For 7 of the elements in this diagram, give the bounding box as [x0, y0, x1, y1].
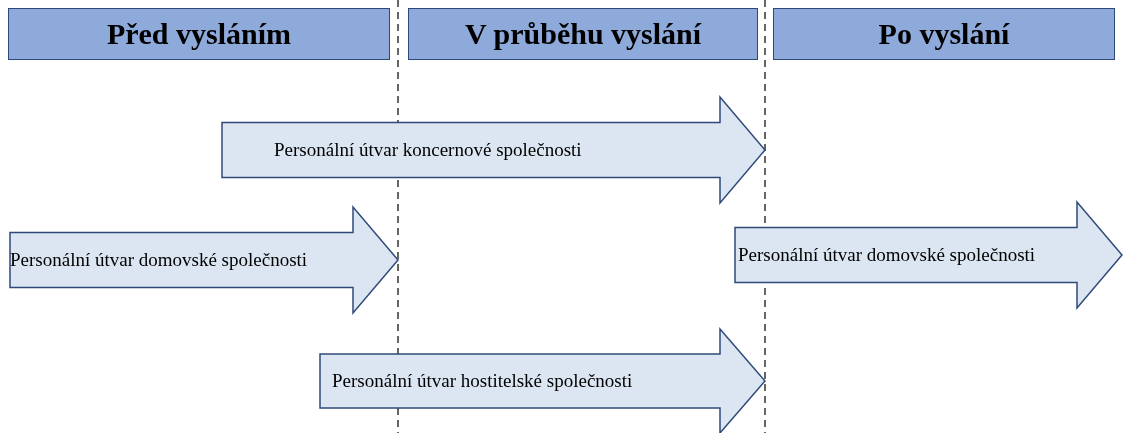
- arrow-label: Personální útvar koncernové společnosti: [274, 139, 582, 161]
- arrow-label: Personální útvar hostitelské společnosti: [332, 370, 633, 392]
- arrow-label: Personální útvar domovské společnosti: [10, 249, 308, 271]
- phase-header: Po vyslání: [773, 8, 1115, 60]
- phase-header: Před vysláním: [8, 8, 390, 60]
- arrow-label: Personální útvar domovské společnosti: [738, 244, 1036, 266]
- phase-header: V průběhu vyslání: [408, 8, 758, 60]
